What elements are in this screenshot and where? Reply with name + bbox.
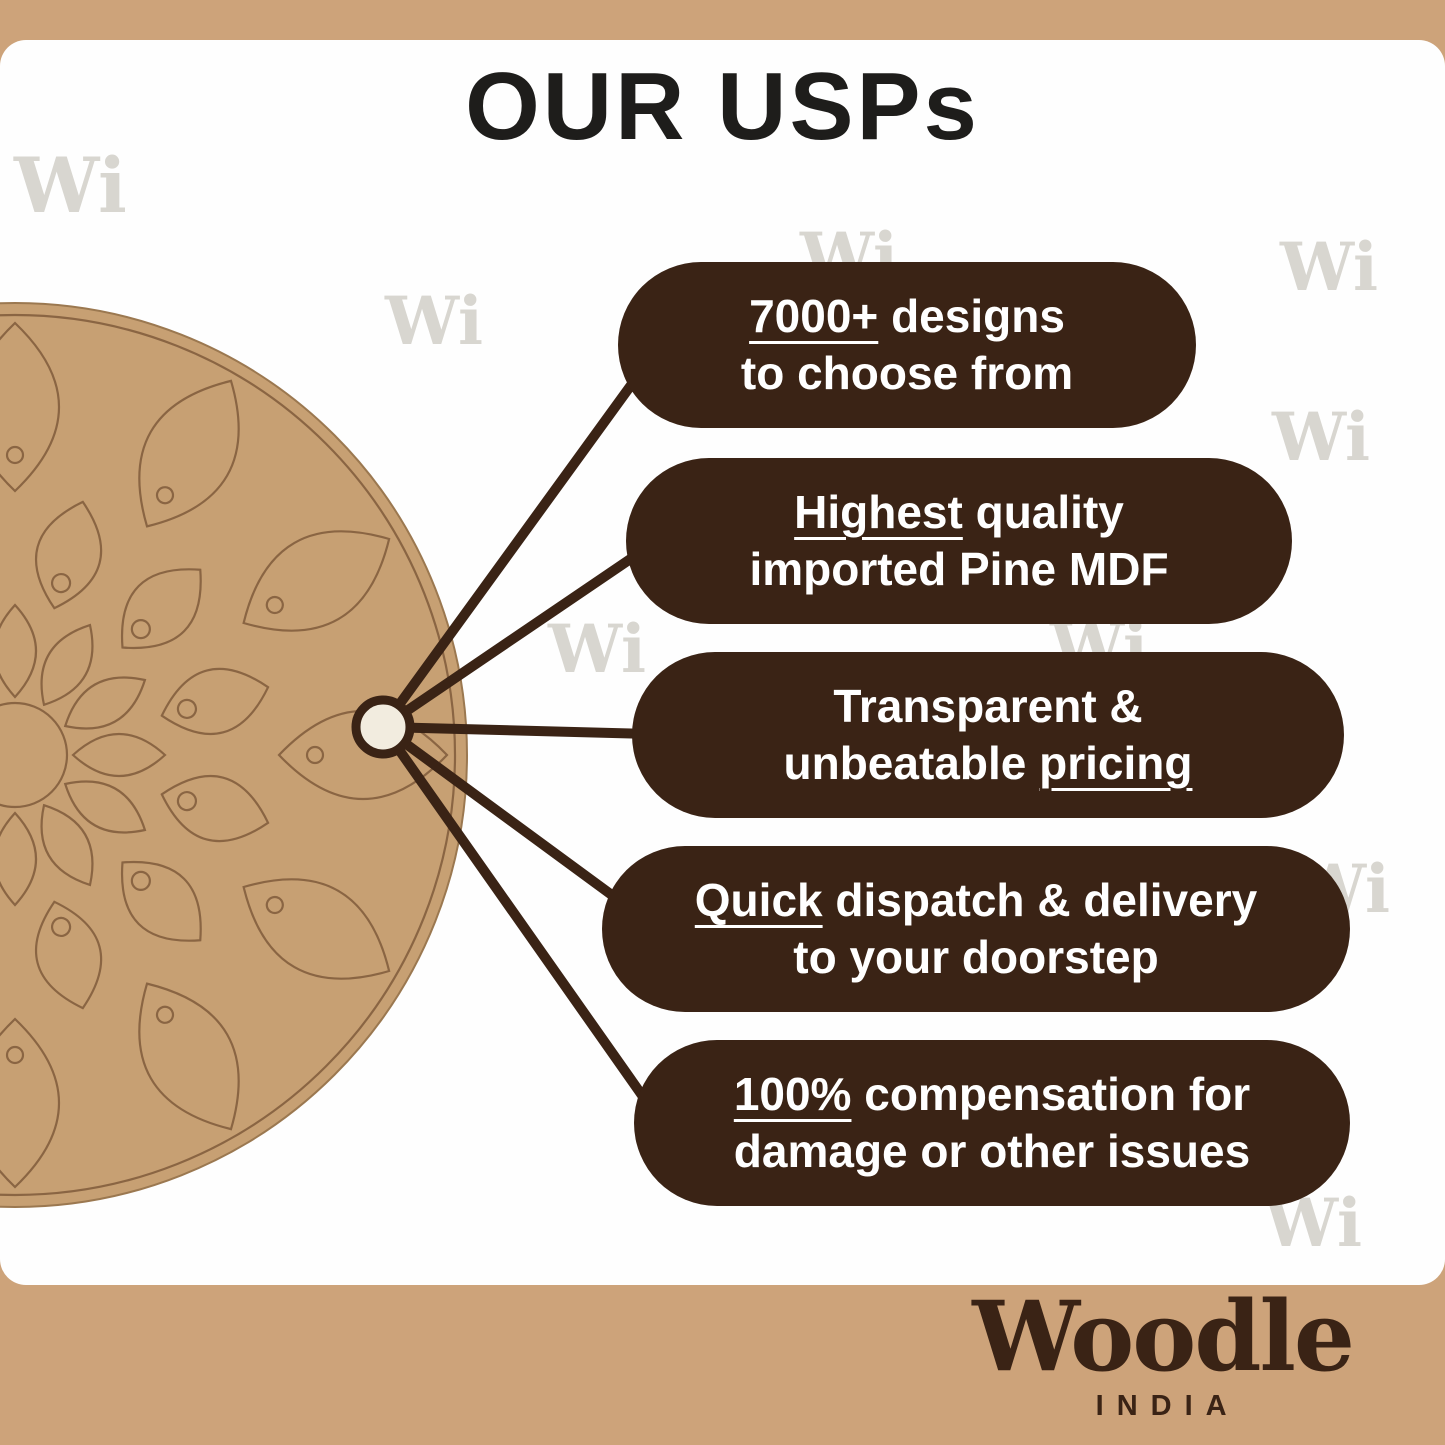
mandala-dot xyxy=(155,1005,175,1024)
page-title: OUR USPs xyxy=(465,53,980,160)
usp-highlight-text: Highest xyxy=(794,485,963,538)
mandala-petal xyxy=(63,676,147,730)
mandala-petal xyxy=(40,803,94,887)
mandala-petal xyxy=(138,982,240,1131)
usp-line: damage or other issues xyxy=(734,1123,1250,1180)
mandala-petal xyxy=(34,900,103,1010)
mandala-petal xyxy=(0,1017,60,1189)
usp-text: to your doorstep xyxy=(793,931,1159,983)
mandala-dot xyxy=(50,916,72,938)
mandala-dot xyxy=(130,619,151,640)
mandala-petal xyxy=(0,321,60,493)
usp-line: to choose from xyxy=(741,345,1073,402)
mandala-petal xyxy=(40,623,94,707)
connector-line xyxy=(378,343,663,732)
brand-watermark: Wi xyxy=(548,610,647,688)
brand-watermark: Wi xyxy=(1272,398,1371,476)
usp-line: Highest quality xyxy=(794,484,1124,541)
mandala-dot xyxy=(265,895,284,915)
mandala-dot xyxy=(130,870,151,891)
mandala-pattern xyxy=(0,314,456,1196)
mandala-dot xyxy=(5,445,25,465)
brand-watermark: Wi xyxy=(385,282,484,360)
usp-line: 7000+ designs xyxy=(749,288,1065,345)
mandala-petal xyxy=(138,379,240,528)
mandala-dot xyxy=(265,595,284,615)
usp-text: damage or other issues xyxy=(733,1125,1251,1177)
usp-highlight-text: 100% xyxy=(733,1067,852,1120)
usp-line: unbeatable pricing xyxy=(784,735,1193,792)
mandala-petal xyxy=(242,530,391,632)
usp-pill: Transparent &unbeatable pricing xyxy=(632,652,1344,818)
mandala-dot xyxy=(50,572,72,594)
usp-line: Transparent & xyxy=(833,678,1142,735)
mandala-dot xyxy=(0,701,69,809)
brand-watermark: Wi xyxy=(14,141,127,230)
usp-text: quality xyxy=(962,485,1124,538)
mandala-dot xyxy=(176,790,198,812)
usp-highlight-text: pricing xyxy=(1039,737,1193,789)
usp-text: unbeatable xyxy=(783,737,1040,789)
mandala-dot xyxy=(155,486,175,505)
connector-node xyxy=(351,695,415,759)
usp-highlight-text: 7000+ xyxy=(749,289,879,342)
connector-line xyxy=(378,538,659,732)
usp-text: compensation for xyxy=(851,1067,1251,1120)
mandala-dot xyxy=(0,314,456,1196)
top-band xyxy=(0,0,1445,40)
usp-text: designs xyxy=(878,289,1065,342)
mandala-dot xyxy=(5,1045,25,1065)
mandala-petal xyxy=(0,811,37,907)
usp-text: imported Pine MDF xyxy=(749,543,1169,595)
brand-logo: Woodle INDIA xyxy=(972,1280,1355,1423)
mandala-petal xyxy=(277,710,449,800)
usp-highlight-text: Quick xyxy=(694,873,823,926)
mandala-dot xyxy=(176,698,198,720)
usp-line: imported Pine MDF xyxy=(749,541,1168,598)
brand-country: INDIA xyxy=(1095,1390,1240,1422)
mandala-petal xyxy=(120,568,202,650)
bottom-band xyxy=(0,1285,1445,1445)
mandala-petal xyxy=(0,603,37,699)
mandala-petal xyxy=(160,667,270,736)
mandala-petal xyxy=(242,878,391,980)
mandala-dot xyxy=(305,745,325,765)
mandala-petal xyxy=(160,774,270,843)
usp-text: to choose from xyxy=(740,347,1074,399)
usp-text: Transparent & xyxy=(833,679,1143,732)
usp-line: 100% compensation for xyxy=(734,1066,1250,1123)
usp-line: to your doorstep xyxy=(793,929,1158,986)
brand-watermark: Wi xyxy=(1280,228,1379,306)
connector-line xyxy=(378,722,663,1123)
mandala-petal xyxy=(63,780,147,834)
mandala-petal xyxy=(34,500,103,610)
connector-line xyxy=(378,722,655,739)
mdf-circle xyxy=(0,302,468,1208)
mandala-petal xyxy=(71,733,167,777)
usp-text: dispatch & delivery xyxy=(822,873,1258,926)
brand-name: Woodle xyxy=(972,1280,1355,1394)
usp-line: Quick dispatch & delivery xyxy=(695,872,1257,929)
mandala-petal xyxy=(120,860,202,942)
